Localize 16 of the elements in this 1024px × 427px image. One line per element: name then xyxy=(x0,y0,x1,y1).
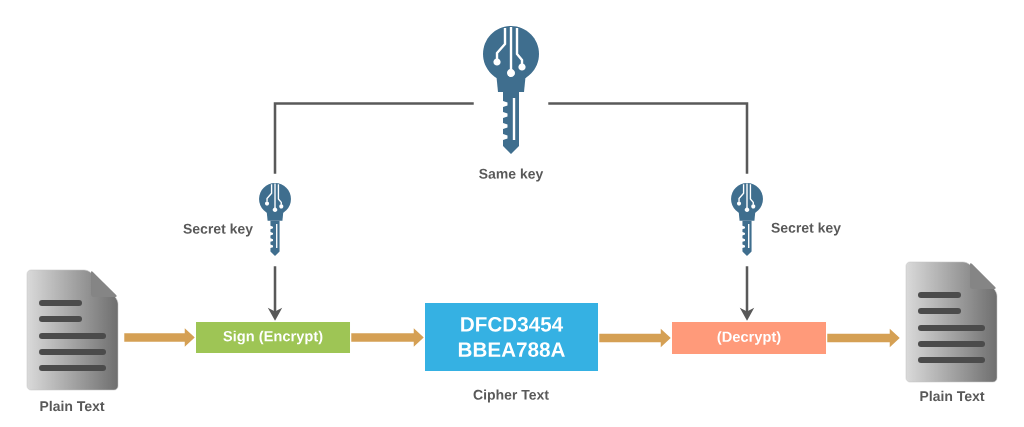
node-label: Secret key xyxy=(183,223,253,237)
node-label: Plain Text xyxy=(920,390,985,402)
key-icon xyxy=(483,26,539,154)
node-label: Cipher Text xyxy=(473,389,549,403)
connector-line xyxy=(548,102,749,174)
process-box: Sign (Encrypt) xyxy=(196,322,350,353)
key-icon xyxy=(259,182,291,256)
cipher-text-box: DFCD3454 BBEA788A xyxy=(425,303,598,371)
node-label: Secret key xyxy=(771,222,841,236)
process-box: (Decrypt) xyxy=(672,322,826,354)
document-icon xyxy=(26,269,119,391)
node-label: Plain Text xyxy=(40,400,105,412)
node-label: Same key xyxy=(479,168,544,182)
document-icon xyxy=(905,261,998,383)
key-icon xyxy=(731,182,763,256)
connector-line xyxy=(273,102,474,174)
